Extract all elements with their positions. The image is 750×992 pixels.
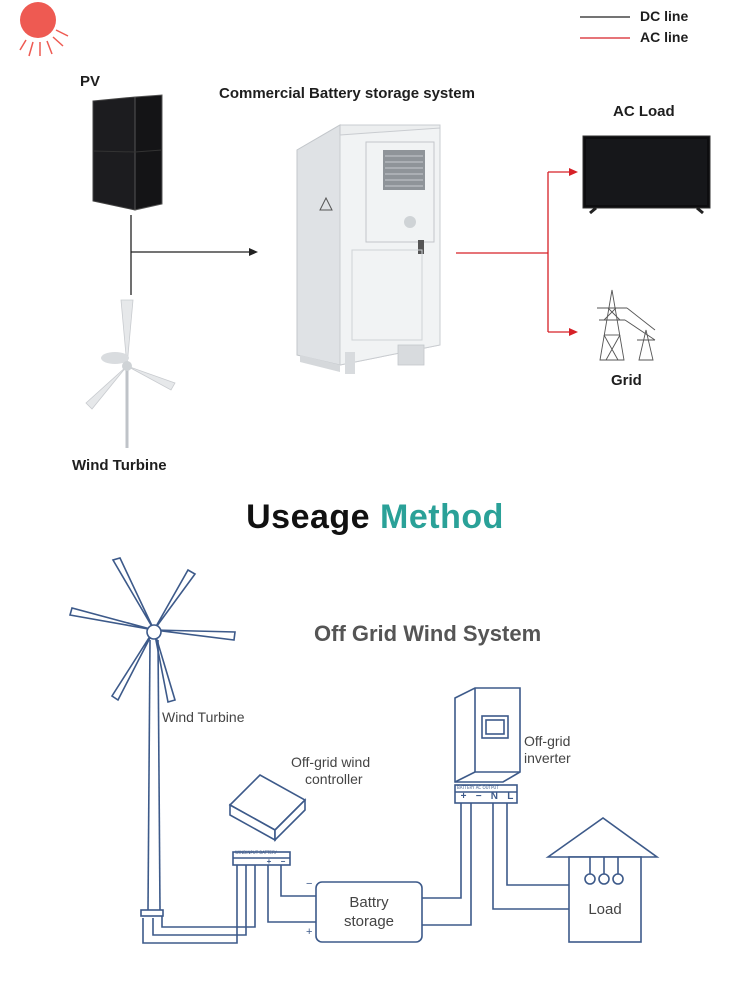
inverter-label-line1: Off-grid xyxy=(524,733,571,750)
controller-port-labels: WINDINPUT BATTERY xyxy=(235,850,277,855)
battery-storage-label: Battry storage xyxy=(316,893,422,931)
sketch-wind-turbine-icon xyxy=(70,558,235,916)
battery-label-line1: Battry xyxy=(316,893,422,912)
wind-turbine-icon xyxy=(86,300,175,448)
controller-label: Off-grid wind controller xyxy=(291,754,370,788)
usage-method-headline: Useage Method xyxy=(0,498,750,537)
load-label: Load xyxy=(580,900,630,919)
inverter-label: Off-grid inverter xyxy=(524,733,571,767)
arrow-to-battery-icon xyxy=(249,248,258,256)
ac-line-legend-label: AC line xyxy=(640,29,688,45)
controller-terminal: + xyxy=(267,857,272,866)
sketch-load-house-icon xyxy=(548,818,657,942)
controller-label-line2: controller xyxy=(291,771,370,788)
controller-label-line1: Off-grid wind xyxy=(291,754,370,771)
battery-cabinet-icon xyxy=(297,125,440,374)
power-pylon-icon xyxy=(597,290,655,360)
pv-panel-icon xyxy=(93,95,162,210)
inverter-terminal: N xyxy=(491,791,498,802)
arrow-to-grid-icon xyxy=(569,328,578,336)
inverter-label-line2: inverter xyxy=(524,750,571,767)
grid-label: Grid xyxy=(611,372,642,389)
pv-label: PV xyxy=(80,73,100,90)
inverter-terminal: + xyxy=(461,791,467,802)
controller-terminal: − xyxy=(281,857,286,866)
inverter-terminals: + − N L xyxy=(456,791,518,802)
ac-load-label: AC Load xyxy=(613,103,675,120)
sun-icon xyxy=(20,2,68,56)
sketch-wind-turbine-label: Wind Turbine xyxy=(162,709,244,726)
controller-terminals: + − xyxy=(234,857,290,866)
off-grid-title: Off Grid Wind System xyxy=(314,621,541,647)
dc-line-legend-label: DC line xyxy=(640,8,688,24)
inverter-terminal: L xyxy=(507,791,513,802)
inverter-port-labels: BATTERY AC OUTPUT xyxy=(457,785,499,790)
tv-icon xyxy=(583,136,710,213)
arrow-to-load-icon xyxy=(569,168,578,176)
sketch-inverter-icon xyxy=(455,688,520,782)
battery-minus-sign: − xyxy=(306,878,312,890)
headline-part1: Useage xyxy=(246,498,370,536)
headline-part2: Method xyxy=(380,498,504,536)
wind-turbine-label: Wind Turbine xyxy=(72,457,167,474)
battery-label-line2: storage xyxy=(316,912,422,931)
inverter-terminal: − xyxy=(476,791,482,802)
battery-plus-sign: + xyxy=(306,926,312,938)
battery-system-title: Commercial Battery storage system xyxy=(219,85,475,102)
